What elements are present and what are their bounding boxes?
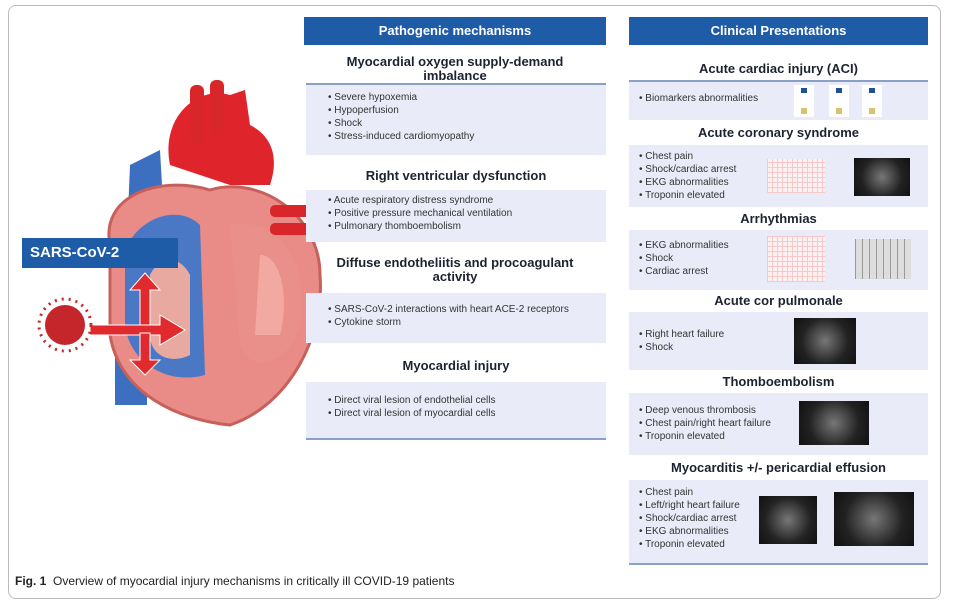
clinical-header: Clinical Presentations (629, 17, 928, 45)
echocardiography-image (794, 318, 856, 364)
list-item: Cardiac arrest (639, 265, 928, 278)
list-item: Severe hypoxemia (328, 91, 606, 104)
section-title: Diffuse endotheliitis and procoagulant a… (336, 255, 574, 284)
section-title: Acute cor pulmonale (714, 293, 843, 308)
tube-icon (794, 85, 814, 117)
section-title: Right ventricular dysfunction (365, 168, 547, 183)
section-box: Chest pain Left/right heart failure Shoc… (629, 480, 928, 565)
section-title: Thomboembolism (722, 374, 835, 389)
sars-cov-2-label: SARS-CoV-2 (22, 238, 178, 268)
list-item: Troponin elevated (639, 430, 928, 443)
list-item: Biomarkers abnormalities (639, 92, 928, 105)
section-box: Acute respiratory distress syndrome Posi… (306, 190, 606, 242)
figure-frame (8, 5, 941, 599)
angiography-image (854, 158, 910, 196)
monitor-strip-image (855, 239, 911, 279)
section-box: Severe hypoxemia Hypoperfusion Shock Str… (306, 83, 606, 155)
list-item: Acute respiratory distress syndrome (328, 194, 606, 207)
ekg-image (767, 236, 825, 282)
list-item: Shock (328, 117, 606, 130)
list-item: Hypoperfusion (328, 104, 606, 117)
pathogenic-header: Pathogenic mechanisms (304, 17, 606, 45)
caption-label: Fig. 1 (15, 574, 47, 588)
list-item: Positive pressure mechanical ventilation (328, 207, 606, 220)
list-item: Shock/cardiac arrest (639, 163, 928, 176)
section-box: EKG abnormalities Shock Cardiac arrest (629, 230, 928, 290)
arrows (89, 314, 186, 346)
list-item: Chest pain (639, 486, 928, 499)
list-item: EKG abnormalities (639, 525, 928, 538)
section-title: Myocardial injury (402, 358, 510, 373)
list-item: Direct viral lesion of endothelial cells (328, 394, 606, 407)
list-item: EKG abnormalities (639, 239, 928, 252)
section-box: Direct viral lesion of endothelial cells… (306, 382, 606, 440)
list-item: Left/right heart failure (639, 499, 928, 512)
ct-scan-image (799, 401, 869, 445)
list-item: Deep venous thrombosis (639, 404, 928, 417)
list-item: Stress-induced cardiomyopathy (328, 130, 606, 143)
list-item: Chest pain/right heart failure (639, 417, 928, 430)
list-item: Troponin elevated (639, 538, 928, 551)
figure-caption: Fig. 1 Overview of myocardial injury mec… (15, 574, 454, 588)
list-item: Cytokine storm (328, 316, 606, 329)
section-title: Acute cardiac injury (ACI) (699, 61, 858, 76)
list-item: Direct viral lesion of myocardial cells (328, 407, 606, 420)
list-item: Pulmonary thomboembolism (328, 220, 606, 233)
section-title: Acute coronary syndrome (697, 125, 860, 140)
caption-text: Overview of myocardial injury mechanisms… (53, 574, 455, 588)
section-box: Chest pain Shock/cardiac arrest EKG abno… (629, 145, 928, 207)
section-box: Right heart failure Shock (629, 312, 928, 370)
list-item: EKG abnormalities (639, 176, 928, 189)
list-item: Troponin elevated (639, 189, 928, 202)
list-item: Chest pain (639, 150, 928, 163)
echocardiography-image (759, 496, 817, 544)
list-item: Shock (639, 252, 928, 265)
virus-icon (45, 305, 85, 345)
tube-icon (829, 85, 849, 117)
list-item: Shock (639, 341, 928, 354)
tube-icon (862, 85, 882, 117)
list-item: Shock/cardiac arrest (639, 512, 928, 525)
section-title: Myocarditis +/- pericardial effusion (671, 460, 886, 475)
section-box: Biomarkers abnormalities (629, 80, 928, 120)
section-title: Myocardial oxygen supply-demand imbalanc… (346, 54, 564, 83)
list-item: SARS-CoV-2 interactions with heart ACE-2… (328, 303, 606, 316)
ekg-image (767, 159, 825, 193)
section-box: SARS-CoV-2 interactions with heart ACE-2… (306, 293, 606, 343)
mri-image (834, 492, 914, 546)
section-title: Arrhythmias (740, 211, 817, 226)
section-box: Deep venous thrombosis Chest pain/right … (629, 393, 928, 455)
list-item: Right heart failure (639, 328, 928, 341)
